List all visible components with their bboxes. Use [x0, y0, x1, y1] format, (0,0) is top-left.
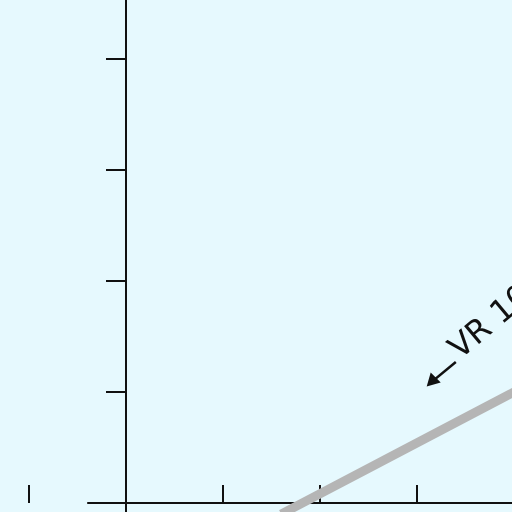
series-line [279, 388, 512, 512]
y-axis-ticks [106, 58, 126, 393]
series-layer [279, 388, 512, 512]
annotation-layer: VR 10 [426, 276, 512, 387]
annotation-arrowhead [426, 372, 441, 387]
x-axis-ticks [28, 485, 418, 503]
annotation-label: VR 10 [441, 276, 512, 366]
annotation-arrow-shaft [433, 361, 457, 381]
axes [87, 0, 512, 512]
